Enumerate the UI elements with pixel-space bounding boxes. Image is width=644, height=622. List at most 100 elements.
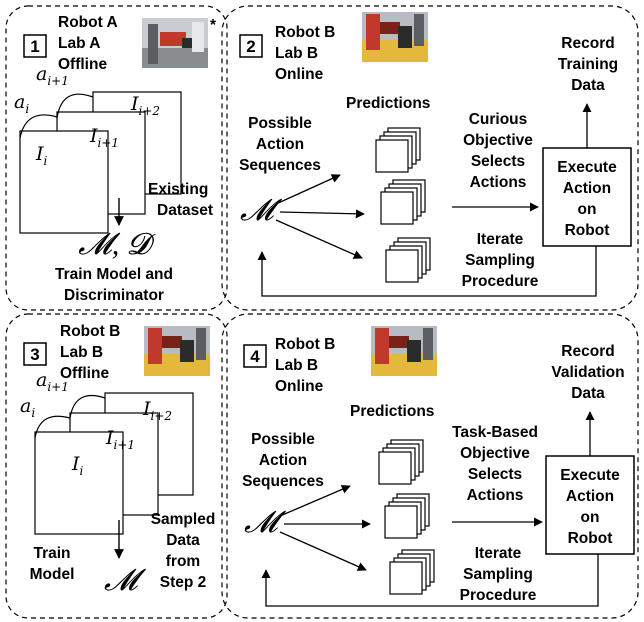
prediction-stack-1 [375,127,421,173]
mode-label: Online [275,66,324,83]
objective-line1: Curious [469,111,528,128]
frame-i [19,130,109,234]
image-i-plus-1: Ii+1 [105,427,135,452]
lab-label: Lab A [58,35,100,52]
sampled-line4: Step 2 [160,574,207,591]
iterate-loop-arrow [257,246,597,297]
image-i-plus-1: Ii+1 [89,125,119,150]
image-i-plus-2: Ii+2 [130,93,160,118]
arrow-to-stack-3 [279,531,367,571]
image-i-plus-2: Ii+2 [142,398,172,423]
execute-box [545,455,635,555]
objective-line2: Objective [460,445,530,462]
action-arc-i [19,114,58,139]
record-line3: Data [571,385,605,402]
possible-line3: Sequences [242,473,324,490]
mode-label: Offline [60,365,109,382]
action-arc-i [34,415,71,439]
objective-line4: Actions [470,174,527,191]
existing-label: Existing [148,181,208,198]
train-line2: Model [30,566,75,583]
robot-label: Robot B [275,336,335,353]
image-i: Ii [35,143,48,168]
sampled-line3: from [166,553,200,570]
objective-line3: Selects [468,466,522,483]
prediction-stack-3 [389,549,435,595]
step-number: 4 [250,347,260,366]
objective-line1: Task-Based [452,424,538,441]
step-number: 2 [246,37,255,56]
action-arc-i-plus-1 [56,93,94,119]
execute-box [542,147,632,247]
action-arc-i-plus-1 [69,394,106,419]
predictions-label: Predictions [346,95,430,112]
record-line3: Data [571,77,605,94]
step-badge [243,344,267,368]
iterate-line1: Iterate [475,545,522,562]
prediction-stack-2 [384,493,430,539]
execute-line1: Execute [560,467,620,484]
arrow-to-stack-1 [275,174,341,205]
train-label-line2: Discriminator [64,287,164,304]
robot-b-photo [362,12,428,62]
record-line1: Record [561,343,614,360]
model-symbol: 𝓜 [240,194,283,227]
train-line1: Train [33,545,70,562]
model-symbol: 𝓜 [244,506,287,539]
iterate-line3: Procedure [462,273,539,290]
step-badge [239,34,263,58]
objective-line2: Objective [463,132,533,149]
model-symbol: 𝓜 [104,564,147,597]
panel-4: 4 Robot B Lab B Online Record Validation… [221,313,639,619]
panel-1: 1 Robot A Lab A Offline * ai ai+1 Ii Ii+… [5,5,228,311]
panel-2-border [221,5,639,311]
arrow-to-stack-1 [279,485,351,517]
image-i: Ii [71,453,84,478]
dataset-label: Dataset [157,202,213,219]
record-line1: Record [561,35,614,52]
panel-2: 2 Robot B Lab B Online Record Training D… [221,5,639,311]
arrow-to-stack-3 [275,219,363,259]
model-discriminator-symbols: 𝓜, 𝓓 [78,228,156,261]
execute-line4: Robot [565,222,610,239]
action-a-i: ai [20,395,35,420]
possible-line2: Action [259,452,307,469]
possible-line1: Possible [251,431,315,448]
action-a-i-plus-1: ai+1 [36,63,69,88]
lab-label: Lab B [275,357,318,374]
step-number: 3 [30,345,39,364]
panel-3: 3 Robot B Lab B Offline ai ai+1 Ii Ii+1 … [5,313,228,619]
asterisk-mark: * [210,17,217,34]
step-badge [23,342,47,366]
panel-4-border [221,313,639,619]
robot-a-photo [142,18,208,68]
execute-line1: Execute [557,159,617,176]
execute-line4: Robot [568,530,613,547]
robot-b-photo [371,326,437,376]
predictions-label: Predictions [350,403,434,420]
mode-label: Offline [58,56,107,73]
step-badge [23,34,47,58]
iterate-line3: Procedure [460,587,537,604]
iterate-loop-arrow [261,554,599,607]
execute-line2: Action [566,488,614,505]
execute-line3: on [581,509,600,526]
iterate-line1: Iterate [477,231,524,248]
robot-label: Robot B [60,323,120,340]
record-line2: Validation [551,364,624,381]
iterate-line2: Sampling [463,566,533,583]
arrow-to-stack-2 [279,209,365,219]
robot-label: Robot A [58,14,118,31]
objective-line4: Actions [467,487,524,504]
possible-line1: Possible [248,115,312,132]
panel-3-border [5,313,228,619]
possible-line2: Action [256,136,304,153]
sampled-line1: Sampled [151,511,216,528]
panel-1-border [5,5,228,311]
train-label-line1: Train Model and [55,266,173,283]
mode-label: Online [275,378,324,395]
prediction-stack-1 [378,439,424,485]
lab-label: Lab B [60,344,103,361]
execute-line3: on [578,201,597,218]
